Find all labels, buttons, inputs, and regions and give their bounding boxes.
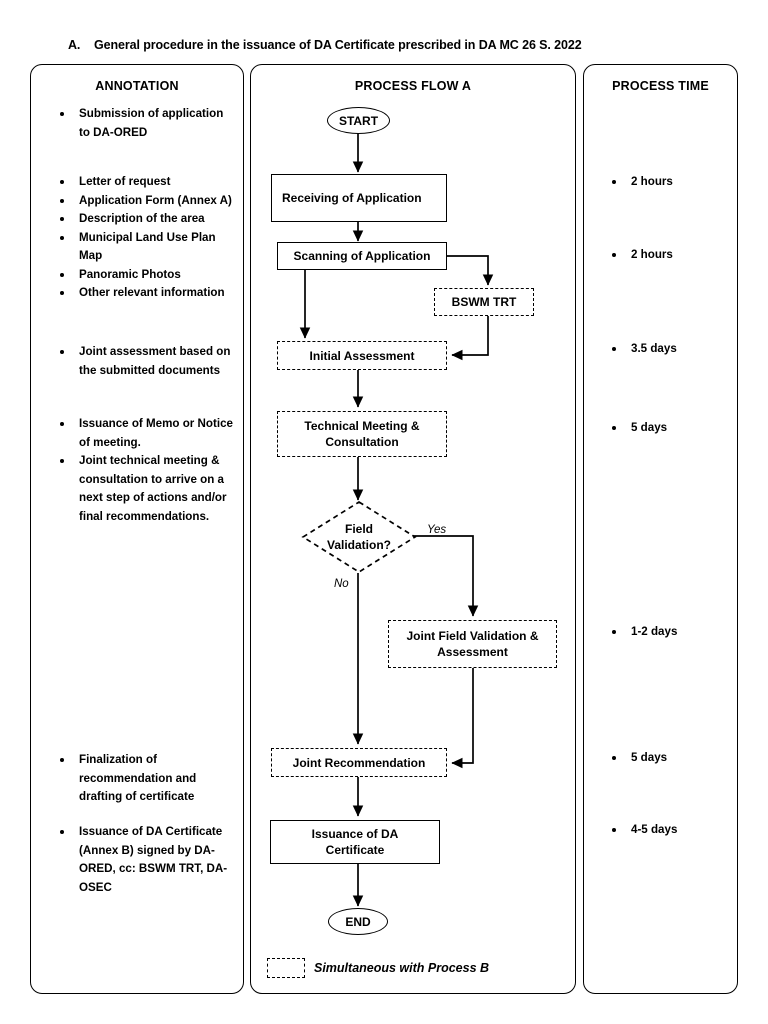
flow-node-end[interactable]: END	[328, 908, 388, 935]
flow-node-technical-meeting-and-consultation[interactable]: Technical Meeting & Consultation	[277, 411, 447, 457]
process-time-item-6: 5 days	[597, 750, 667, 766]
flow-node-joint-field-validation-and-assessment[interactable]: Joint Field Validation & Assessment	[388, 620, 557, 668]
list-item: Submission of application to DA-ORED	[45, 105, 235, 142]
flow-node-issuance-line-1: Issuance of DA	[311, 827, 399, 841]
list-item: Joint technical meeting & consultation t…	[45, 452, 235, 526]
flow-node-field-validation-line-1: Field	[344, 522, 373, 536]
process-flow-panel-heading: PROCESS FLOW A	[354, 79, 472, 93]
flow-node-receiving-of-application[interactable]: Receiving of Application	[271, 174, 447, 222]
list-item: Joint assessment based on the submitted …	[45, 343, 235, 380]
page-title: A. General procedure in the issuance of D…	[68, 38, 708, 52]
flow-node-joint-recommendation-label: Joint Recommendation	[292, 755, 426, 770]
flow-node-scanning-of-application[interactable]: Scanning of Application	[277, 242, 447, 270]
diamond-shape	[301, 500, 417, 574]
branch-label-no: No	[334, 578, 349, 590]
flow-node-field-validation-text: Field Validation?	[301, 500, 417, 574]
list-item: Municipal Land Use Plan Map	[45, 229, 235, 266]
annotation-group-4: Issuance of Memo or Notice of meeting. J…	[45, 415, 235, 526]
flow-node-joint-field-line-1: Joint Field Validation &	[406, 629, 539, 643]
annotation-group-2: Letter of request Application Form (Anne…	[45, 173, 235, 303]
annotation-group-1: Submission of application to DA-ORED	[45, 105, 235, 142]
list-item: Issuance of DA Certificate (Annex B) sig…	[45, 823, 235, 897]
flow-node-start-label: START	[338, 113, 379, 128]
process-time-item-3: 3.5 days	[597, 341, 677, 357]
legend-label: Simultaneous with Process B	[314, 961, 490, 975]
list-item: Panoramic Photos	[45, 266, 235, 285]
flow-node-initial-assessment-label: Initial Assessment	[309, 348, 415, 363]
annotation-group-6: Issuance of DA Certificate (Annex B) sig…	[45, 823, 235, 897]
list-item: Other relevant information	[45, 284, 235, 303]
process-time-item-5: 1-2 days	[597, 624, 677, 640]
flow-node-bswm-trt[interactable]: BSWM TRT	[434, 288, 534, 316]
process-time-panel: PROCESS TIME	[583, 64, 738, 994]
page-title-text: General procedure in the issuance of DA …	[94, 38, 582, 52]
flow-node-issuance-of-da-certificate[interactable]: Issuance of DA Certificate	[270, 820, 440, 864]
flow-node-receiving-of-application-label: Receiving of Application	[282, 191, 422, 205]
flow-node-joint-field-line-2: Assessment	[437, 645, 508, 659]
page-title-label: A.	[68, 38, 81, 52]
flow-node-issuance-line-2: Certificate	[325, 843, 385, 857]
annotation-group-3: Joint assessment based on the submitted …	[45, 343, 235, 380]
branch-label-yes: Yes	[427, 524, 447, 536]
list-item: Issuance of Memo or Notice of meeting.	[45, 415, 235, 452]
flow-node-field-validation-decision[interactable]: Field Validation?	[301, 500, 417, 574]
flow-node-start[interactable]: START	[327, 107, 390, 134]
flow-node-technical-meeting-line-2: Consultation	[325, 435, 399, 449]
list-item: Letter of request	[45, 173, 235, 192]
annotation-group-5: Finalization of recommendation and draft…	[45, 751, 235, 807]
flow-node-scanning-of-application-label: Scanning of Application	[293, 249, 431, 263]
list-item: Application Form (Annex A)	[45, 192, 235, 211]
process-time-item-2: 2 hours	[597, 247, 673, 263]
list-item: Finalization of recommendation and draft…	[45, 751, 235, 807]
flow-node-end-label: END	[345, 914, 371, 929]
flow-node-technical-meeting-line-1: Technical Meeting &	[304, 419, 420, 433]
process-time-item-4: 5 days	[597, 420, 667, 436]
flow-node-bswm-trt-label: BSWM TRT	[451, 295, 517, 309]
legend-dashed-swatch	[267, 958, 305, 978]
flow-node-initial-assessment[interactable]: Initial Assessment	[277, 341, 447, 370]
flow-node-field-validation-line-2: Validation?	[326, 538, 391, 552]
annotation-panel: ANNOTATION Submission of application to …	[30, 64, 244, 994]
annotation-panel-heading: ANNOTATION	[95, 79, 179, 93]
process-time-item-1: 2 hours	[597, 174, 673, 190]
flow-node-joint-recommendation[interactable]: Joint Recommendation	[271, 748, 447, 777]
process-time-item-7: 4-5 days	[597, 822, 677, 838]
list-item: Description of the area	[45, 210, 235, 229]
process-time-panel-heading: PROCESS TIME	[612, 79, 709, 93]
